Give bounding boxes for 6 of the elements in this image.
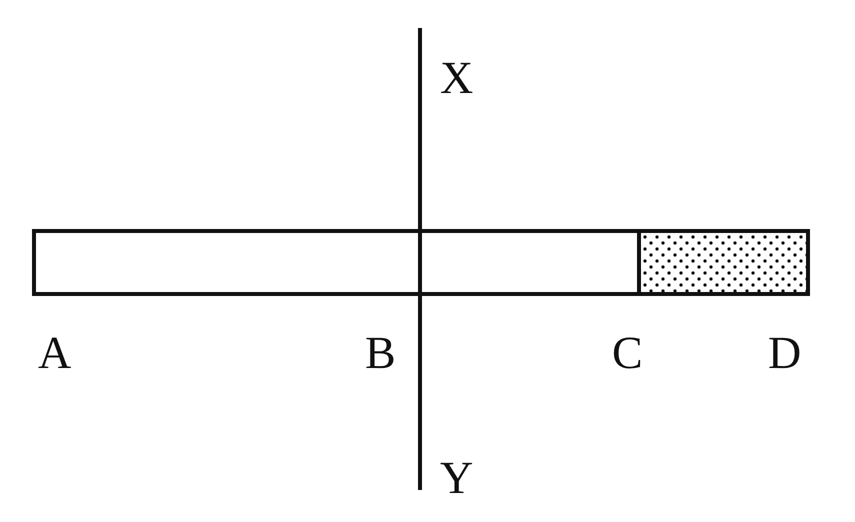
point-label: A: [38, 330, 72, 376]
point-label: C: [612, 330, 643, 376]
point-label: B: [365, 330, 396, 376]
point-label: X: [440, 55, 474, 101]
point-label: Y: [440, 455, 474, 501]
point-label: D: [768, 330, 802, 376]
